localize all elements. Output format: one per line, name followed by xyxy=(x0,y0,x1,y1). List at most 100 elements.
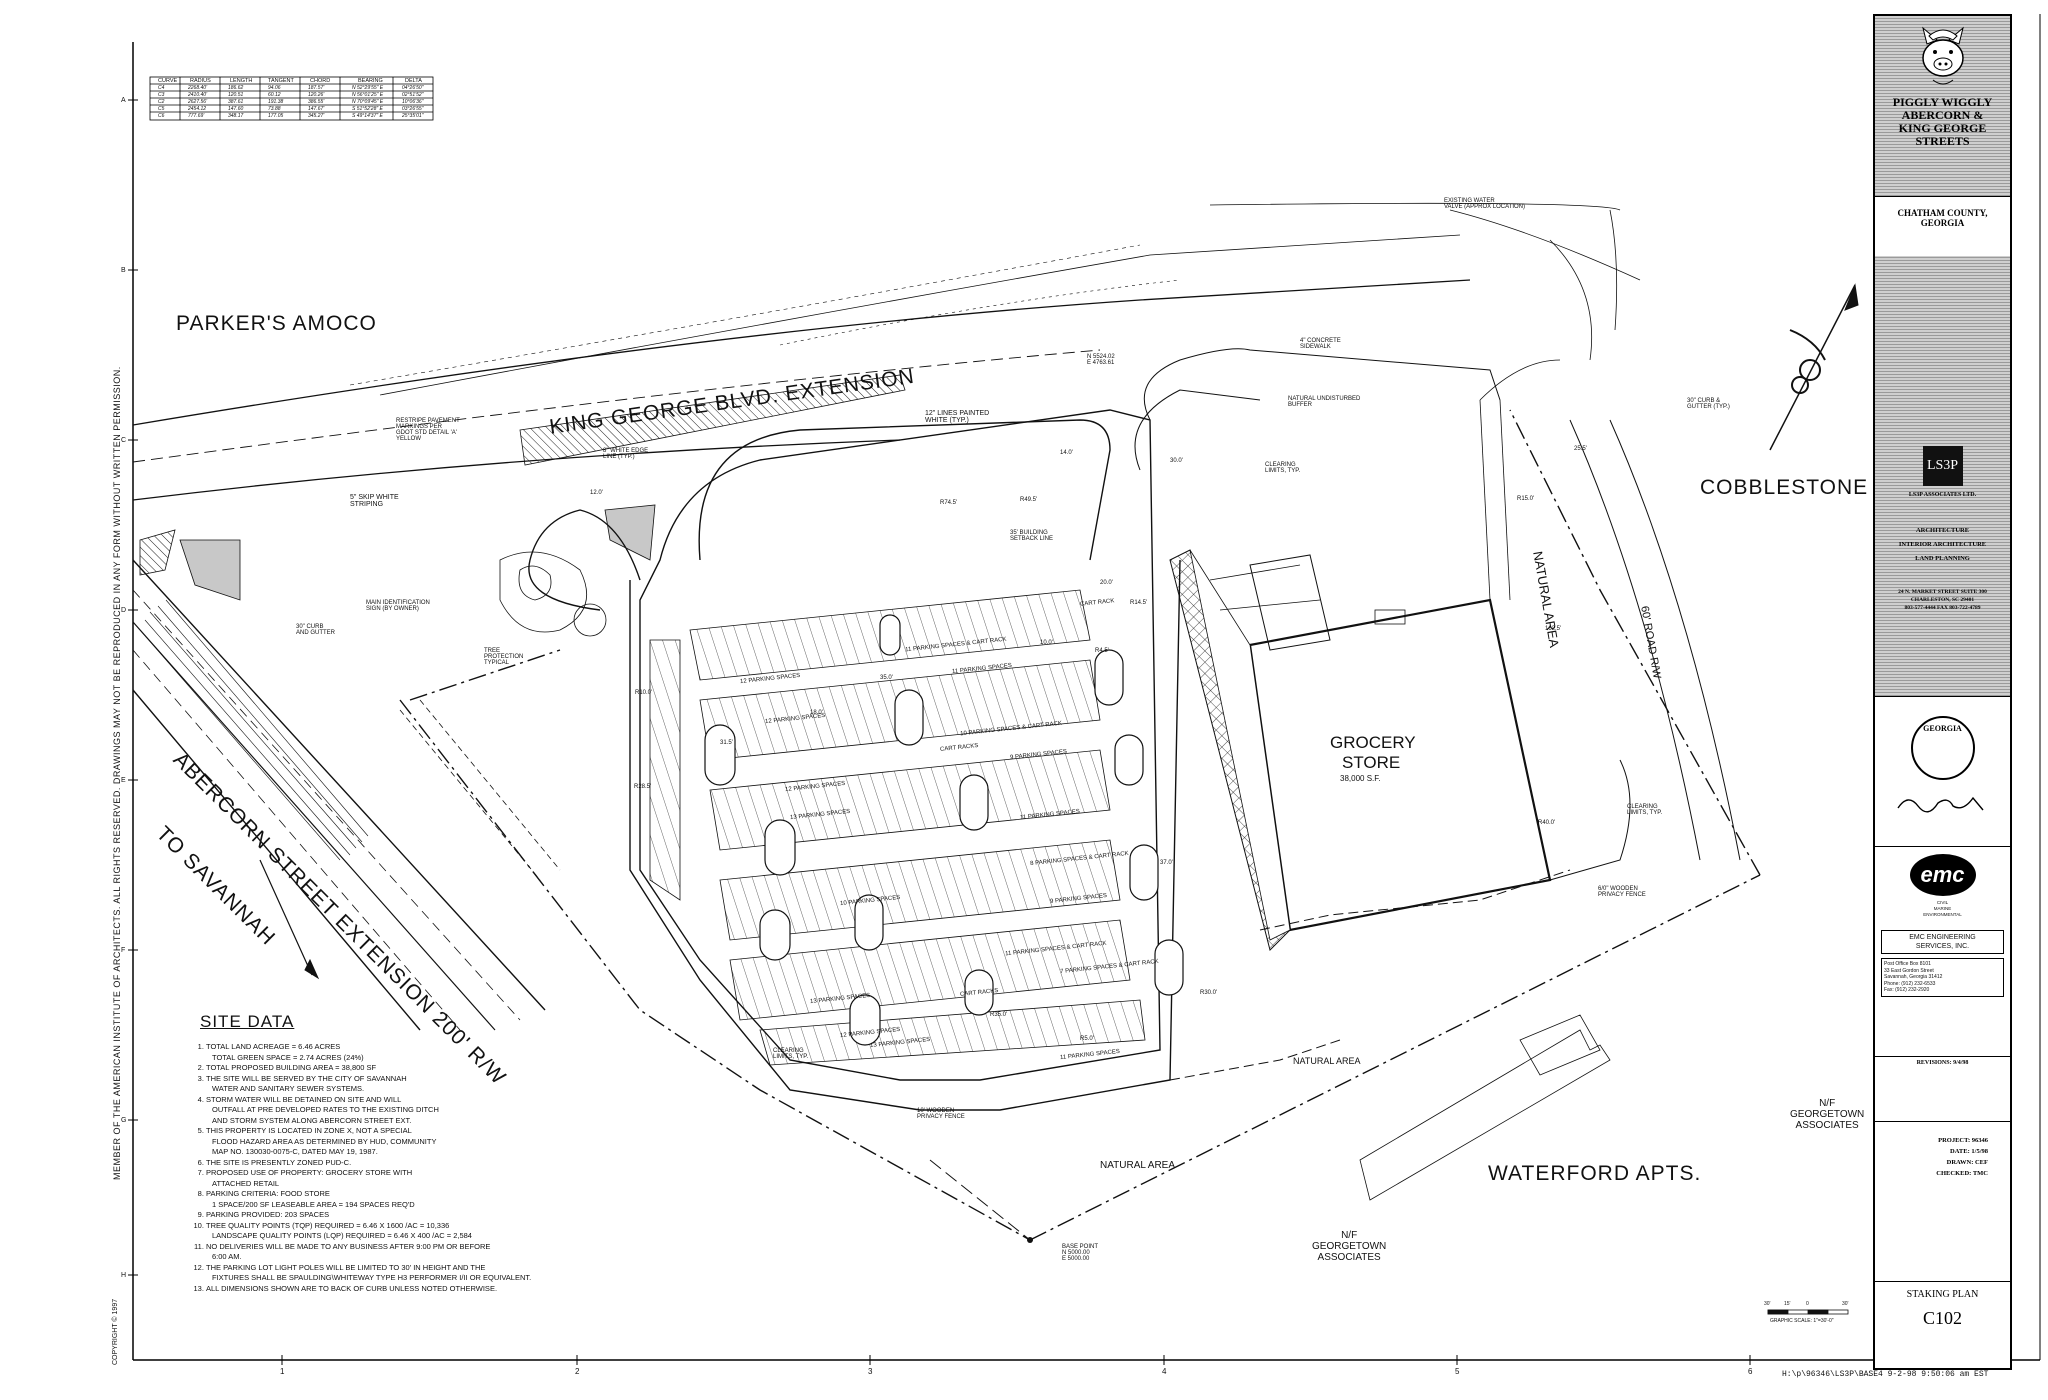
dimension-label: R74.5' xyxy=(940,500,958,506)
site-data-line: AND STORM SYSTEM ALONG ABERCORN STREET E… xyxy=(212,1115,412,1125)
curve-table-cell: 2627.56' xyxy=(188,98,208,105)
dimension-label: R35.0' xyxy=(990,1012,1008,1018)
label-white-edge: 8" WHITE EDGE LINE (TYP.) xyxy=(603,448,649,460)
site-data-line: ATTACHED RETAIL xyxy=(212,1178,280,1188)
fence-lines xyxy=(929,869,1571,1241)
grid-column-label: 6 xyxy=(1748,1367,1753,1376)
site-data-line: THE PARKING LOT LIGHT POLES WILL BE LIMI… xyxy=(206,1262,486,1272)
site-data-item: THE SITE WILL BE SERVED BY THE CITY OF S… xyxy=(206,1074,548,1095)
revisions-text: REVISIONS: 9/4/98 xyxy=(1916,1060,1969,1066)
curve-table-cell: 02°51'52" xyxy=(402,91,424,98)
grid-row-label: D xyxy=(121,607,127,614)
architect-name: LS3P ASSOCIATES LTD. xyxy=(1908,492,1977,498)
label-lines-painted: 12" LINES PAINTED WHITE (TYP.) xyxy=(925,410,990,424)
sheet-number: C102 xyxy=(1922,1308,1962,1328)
grocery-store-building xyxy=(1169,359,1631,951)
curve-table-cell: 03°26'55" xyxy=(402,105,424,112)
curve-col-chord: CHORD xyxy=(310,77,331,84)
dimension-label: R14.5' xyxy=(1130,600,1148,606)
curve-table-cell: 25°35'01" xyxy=(402,112,424,119)
north-arrow xyxy=(1769,283,1859,451)
curve-table-cell: 04°26'50" xyxy=(402,84,424,91)
site-data-line: TOTAL GREEN SPACE = 2.74 ACRES (24%) xyxy=(212,1052,364,1062)
label-water-valve: EXISTING WATER VALVE (APPROX LOCATION) xyxy=(1444,198,1526,210)
site-data-item: PROPOSED USE OF PROPERTY: GROCERY STORE … xyxy=(206,1168,548,1189)
site-data-item: PARKING PROVIDED: 203 SPACES xyxy=(206,1210,548,1221)
site-data-line: PARKING PROVIDED: 203 SPACES xyxy=(206,1210,330,1219)
curve-table-cell: N 52°29'55" E xyxy=(352,84,384,91)
engineer-section: emc CIVIL MARINE ENVIRONMENTAL EMC ENGIN… xyxy=(1875,846,2010,1057)
dimension-label: 12.0' xyxy=(590,490,603,496)
curve-col-curve: CURVE xyxy=(158,77,178,84)
abercorn-street xyxy=(132,559,546,1031)
restriped-median xyxy=(139,374,906,601)
copyright-notice: MEMBER OF THE AMERICAN INSTITUTE OF ARCH… xyxy=(112,366,122,1180)
title-block: PIGGLY WIGGLY ABERCORN & KING GEORGE STR… xyxy=(1873,14,2012,1370)
label-curb-and-gutter-left: 30" CURB AND GUTTER xyxy=(296,624,335,636)
site-data-line: FIXTURES SHALL BE SPAULDING\WHITEWAY TYP… xyxy=(212,1273,532,1282)
grid-row-label: F xyxy=(121,947,126,954)
curve-table-cell: N 70°09'45" E xyxy=(352,98,384,105)
dimension-label: 162.5' xyxy=(1545,626,1562,632)
sheet-section: STAKING PLAN C102 xyxy=(1875,1281,2010,1366)
emc-logo: emc xyxy=(1909,854,1976,896)
label-building-setback: 35' BUILDING SETBACK LINE xyxy=(1010,530,1054,542)
site-data-line: TREE QUALITY POINTS (TQP) REQUIRED = 6.4… xyxy=(206,1220,450,1230)
graphic-scale-tick-2: 0 xyxy=(1806,1301,1809,1307)
site-data-line: PARKING CRITERIA: FOOD STORE xyxy=(206,1189,330,1198)
parking-lot-curb xyxy=(528,409,1181,1111)
file-path: H:\p\96346\LS3P\BASE4 9-2-98 9:50:06 am … xyxy=(1782,1370,1989,1379)
curve-table-cell: S 49°14'37" E xyxy=(352,112,383,119)
revisions-section: REVISIONS: 9/4/98 xyxy=(1875,1056,2010,1122)
grid-row-label: B xyxy=(121,267,126,274)
label-coords-top: N 5524.02 E 4763.61 xyxy=(1087,354,1115,366)
architect-address: 24 N. MARKET STREET SUITE 300 CHARLESTON… xyxy=(1898,589,1987,611)
site-data-line: LANDSCAPE QUALITY POINTS (LQP) REQUIRED … xyxy=(212,1231,472,1240)
curve-table-cell: 386.55' xyxy=(308,98,325,105)
sheet-border xyxy=(132,14,2041,1361)
site-data-line: STORM WATER WILL BE DETAINED ON SITE AND… xyxy=(206,1094,402,1104)
curve-col-radius: RADIUS xyxy=(190,77,211,84)
curve-col-tangent: TANGENT xyxy=(268,77,294,84)
natural-buffer-outline xyxy=(1134,348,1501,471)
label-skip-white: 5" SKIP WHITE STRIPING xyxy=(350,494,399,508)
label-privacy-fence-right: 6/0" WOODEN PRIVACY FENCE xyxy=(1598,886,1646,898)
dimension-label: R40.0' xyxy=(1538,820,1556,826)
site-data-line: ALL DIMENSIONS SHOWN ARE TO BACK OF CURB… xyxy=(206,1283,498,1293)
label-main-sign: MAIN IDENTIFICATION SIGN (BY OWNER) xyxy=(366,600,430,612)
label-natural-buffer: NATURAL UNDISTURBED BUFFER xyxy=(1288,396,1361,408)
seal-section: GEORGIA xyxy=(1875,696,2010,847)
dimension-label: R30.0' xyxy=(1200,990,1218,996)
project-title: PIGGLY WIGGLY ABERCORN & KING GEORGE STR… xyxy=(1892,95,1993,148)
grid-row-label: C xyxy=(121,437,127,444)
curve-table-cell: 2268.40' xyxy=(188,84,208,91)
pig-logo-icon xyxy=(1913,22,1973,92)
curve-table-cell: C2 xyxy=(158,98,165,105)
site-data-line: MAP NO. 130030-0075-C, DATED MAY 19, 198… xyxy=(212,1147,378,1156)
curve-table-cell: C6 xyxy=(158,112,165,119)
sign-and-trees xyxy=(399,551,607,881)
graphic-scale-label: GRAPHIC SCALE: 1"=30'-0" xyxy=(1770,1318,1834,1324)
property-boundary xyxy=(399,409,1761,1241)
curve-table-cell: C4 xyxy=(158,84,165,91)
grid-row-label: H xyxy=(121,1272,127,1279)
grid-column-label: 2 xyxy=(575,1367,580,1376)
site-data-line: TOTAL PROPOSED BUILDING AREA = 38,800 SF xyxy=(206,1063,377,1072)
site-data-item: THIS PROPERTY IS LOCATED IN ZONE X, NOT … xyxy=(206,1126,548,1158)
site-data-line: THE SITE IS PRESENTLY ZONED PUD-C. xyxy=(206,1157,352,1167)
label-clearing-bottom: CLEARING LIMITS, TYP. xyxy=(773,1048,809,1060)
curve-table-cell: 387.61 xyxy=(228,98,244,105)
grid-column-label: 3 xyxy=(868,1367,873,1376)
sheet-title: STAKING PLAN xyxy=(1906,1289,1979,1300)
label-waterford: WATERFORD APTS. xyxy=(1488,1162,1702,1185)
label-curb-gutter: 30" CURB & GUTTER (TYP.) xyxy=(1687,398,1730,410)
site-data-title: SITE DATA xyxy=(200,1012,295,1031)
emc-address-box: Post Office Box 8101 33 East Gordon Stre… xyxy=(1881,958,2004,997)
label-restripe: RESTRIPE PAVEMENT MARKINGS PER GDOT STD … xyxy=(396,418,460,442)
dimension-label: 25.5' xyxy=(1574,446,1587,452)
graphic-scale-tick-0: 30' xyxy=(1764,1301,1771,1307)
dimension-label: 20.0' xyxy=(1100,580,1113,586)
label-store-area: 38,000 S.F. xyxy=(1340,774,1381,783)
